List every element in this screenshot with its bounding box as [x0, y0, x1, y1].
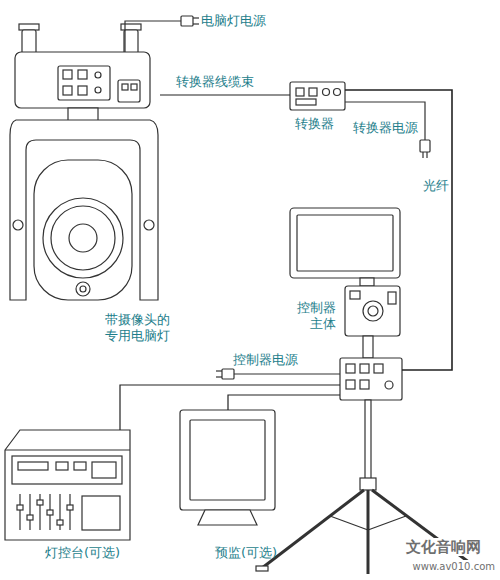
power-label: 电脑灯电源	[200, 13, 267, 29]
monitor-box: 预监(可选)	[180, 410, 275, 525]
node-label: 带摄像头的 专用电脑灯	[105, 312, 174, 344]
console-box: 灯控台(可选)	[5, 430, 130, 540]
signal-cable	[228, 395, 340, 410]
watermark: 文化音响网	[405, 538, 482, 556]
node-label: 灯控台(可选)	[45, 545, 120, 561]
cable-label: 光纤	[422, 178, 450, 194]
power-label: 转换器电源	[352, 120, 419, 136]
lighting-console	[5, 430, 130, 540]
cable-label: 转换器线缆束	[175, 74, 255, 90]
power-label: 控制器电源	[232, 352, 299, 368]
power-plugs	[181, 16, 430, 379]
node-label: 控制器 主体	[294, 300, 336, 332]
signal-cable	[160, 94, 290, 95]
preview-monitor	[180, 410, 275, 525]
converter-box: 转换器	[290, 82, 345, 110]
controller-box: 控制器 主体	[340, 280, 402, 400]
controller-unit	[290, 208, 402, 400]
moving-light	[10, 24, 158, 300]
watermark-url: www.av010.com	[412, 560, 496, 573]
node-label: 转换器	[295, 116, 334, 132]
node-label: 预监(可选)	[215, 545, 277, 561]
signal-cable	[120, 385, 340, 430]
converter-box	[290, 82, 345, 110]
fiber-cable	[345, 90, 452, 370]
light-fixture: 带摄像头的 专用电脑灯	[10, 25, 160, 305]
